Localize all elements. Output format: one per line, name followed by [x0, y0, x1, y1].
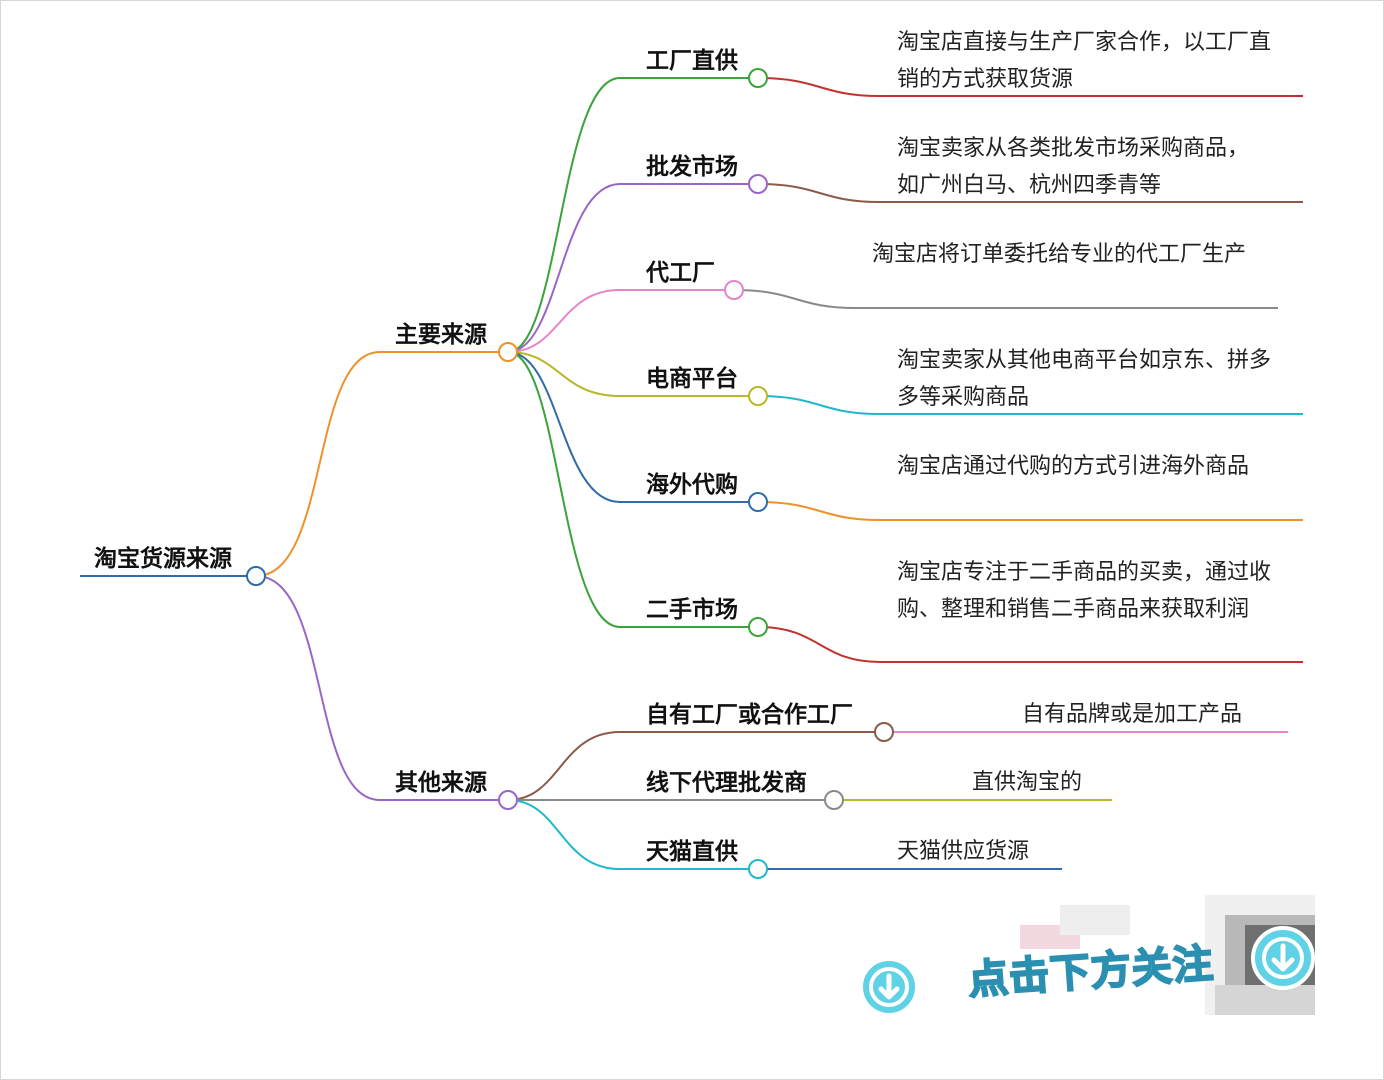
desc-text: 天猫供应货源 [897, 839, 1030, 864]
branch-connector-other [255, 575, 508, 801]
child-node-circle [748, 492, 768, 512]
branch-connector-main [255, 351, 508, 577]
desc-text: 淘宝店将订单委托给专业的代工厂生产 [872, 242, 1247, 267]
desc-connector [757, 183, 1303, 203]
desc-text: 淘宝卖家从各类批发市场采购商品，如广州白马、杭州四季青等 [897, 136, 1250, 198]
child-node-circle [748, 617, 768, 637]
branch-label-other[interactable]: 其他来源 [395, 770, 487, 796]
child-node-circle [874, 722, 894, 742]
child-node-circle [748, 174, 768, 194]
desc-text: 淘宝店直接与生产厂家合作，以工厂直销的方式获取货源 [897, 30, 1272, 92]
desc-connector [757, 395, 1303, 415]
child-connector [507, 731, 884, 801]
branch-label-main[interactable]: 主要来源 [395, 322, 487, 348]
child-label[interactable]: 自有工厂或合作工厂 [646, 702, 853, 728]
desc-text: 淘宝店专注于二手商品的买卖，通过收购、整理和销售二手商品来获取利润 [897, 560, 1272, 622]
down-arrow-circle-icon[interactable] [1250, 925, 1316, 991]
child-label[interactable]: 代工厂 [646, 260, 715, 286]
child-connector [507, 289, 734, 353]
branch-node-circle [498, 790, 518, 810]
child-connector [507, 351, 758, 503]
child-connector [507, 351, 758, 397]
child-label[interactable]: 批发市场 [646, 154, 738, 180]
child-connector [507, 799, 758, 870]
child-label[interactable]: 二手市场 [646, 597, 738, 623]
child-connector [507, 77, 758, 353]
child-node-circle [724, 280, 744, 300]
child-node-circle [748, 386, 768, 406]
desc-text: 自有品牌或是加工产品 [1022, 702, 1243, 727]
child-label[interactable]: 电商平台 [646, 366, 738, 392]
desc-text: 直供淘宝的 [972, 770, 1083, 795]
child-label[interactable]: 工厂直供 [646, 48, 738, 74]
root-label[interactable]: 淘宝货源来源 [94, 546, 232, 572]
child-label[interactable]: 线下代理批发商 [646, 770, 807, 796]
child-label[interactable]: 天猫直供 [646, 839, 738, 865]
desc-connector [757, 501, 1303, 521]
desc-text: 淘宝店通过代购的方式引进海外商品 [897, 454, 1250, 479]
child-node-circle [748, 68, 768, 88]
child-node-circle [824, 790, 844, 810]
desc-text: 淘宝卖家从其他电商平台如京东、拼多多等采购商品 [897, 348, 1272, 410]
branch-node-circle [498, 342, 518, 362]
child-connector [507, 183, 758, 353]
child-label[interactable]: 海外代购 [646, 472, 738, 498]
child-connector [507, 351, 758, 628]
desc-connector [757, 77, 1303, 97]
root-node-circle [246, 566, 266, 586]
child-node-circle [748, 859, 768, 879]
desc-connector [733, 289, 1278, 309]
down-arrow-circle-icon[interactable] [858, 956, 920, 1018]
desc-connector [757, 626, 1303, 663]
